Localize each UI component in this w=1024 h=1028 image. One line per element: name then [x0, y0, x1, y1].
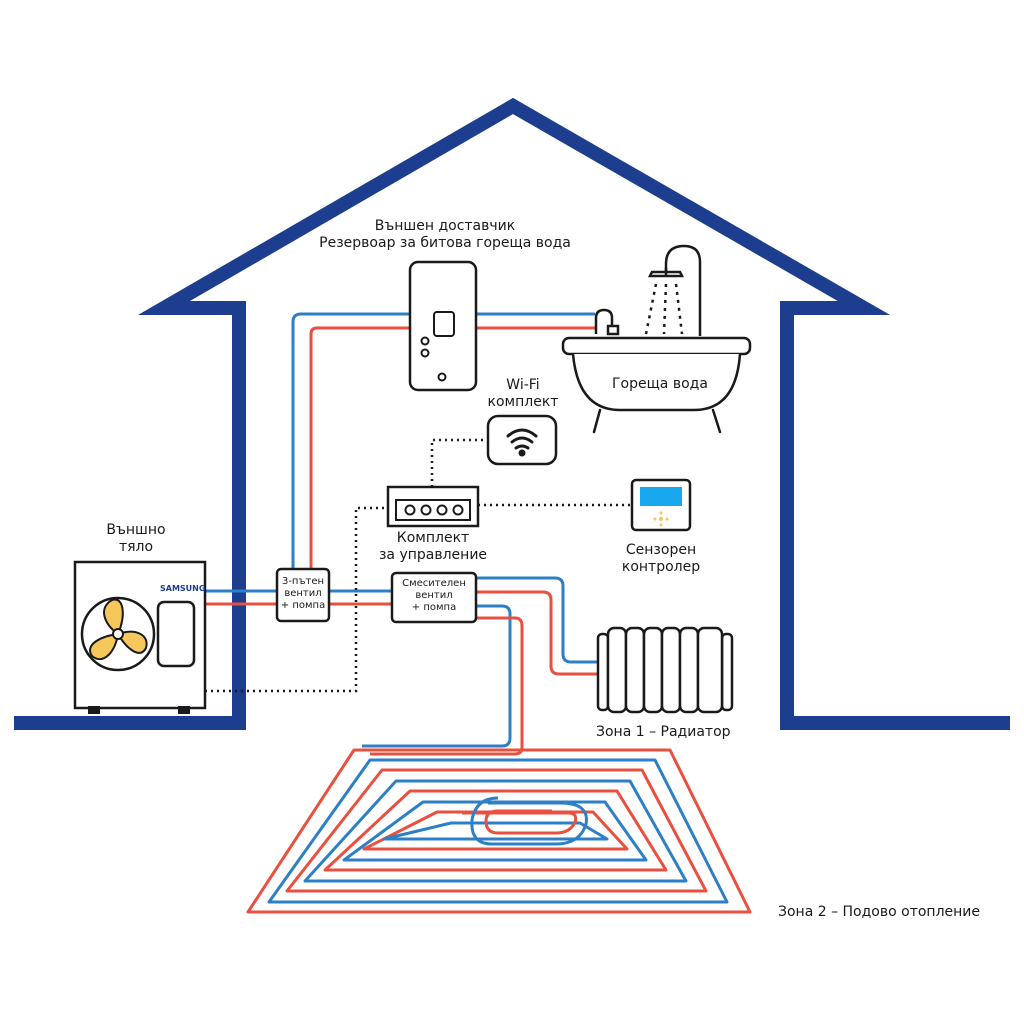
three-way-valve-line3: + помпа — [280, 600, 326, 611]
hot-water-tank — [408, 260, 478, 392]
control-kit-title-line1: Комплект — [396, 530, 470, 546]
control-wiring — [205, 438, 632, 693]
controller-title: Сензорен контролер — [596, 542, 726, 576]
pipes-tank — [291, 312, 595, 570]
wifi-kit — [486, 414, 558, 466]
mixing-valve-label: Смесителен вентил + помпа — [392, 578, 476, 614]
samsung-logo: SAMSUNG — [160, 584, 206, 593]
mixing-valve-line3: + помпа — [411, 602, 457, 613]
tank-title: Външен доставчик Резервоар за битова гор… — [300, 218, 590, 252]
controller-title-line1: Сензорен — [625, 542, 697, 558]
three-way-valve-line2: вентил — [284, 588, 322, 599]
three-way-valve-line1: 3-пътен — [281, 576, 325, 587]
tank-title-line2: Резервоар за битова гореща вода — [319, 235, 571, 251]
wifi-kit-title-line1: Wi-Fi — [506, 377, 540, 393]
house-outline — [14, 97, 1010, 730]
zone1-label: Зона 1 – Радиатор — [596, 724, 731, 740]
tank-title-line1: Външен доставчик — [374, 218, 516, 234]
bath-label: Гореща вода — [612, 376, 708, 392]
control-kit — [386, 485, 480, 528]
dpad-icon — [653, 511, 669, 527]
bathtub-icon — [561, 244, 752, 434]
outdoor-unit-title-line1: Външно — [106, 522, 166, 538]
fan-icon — [89, 598, 148, 661]
three-way-valve — [275, 567, 331, 623]
shower-water-icon — [644, 283, 684, 335]
mixing-valve-line2: вентил — [415, 590, 453, 601]
outdoor-unit-title: Външно тяло — [96, 522, 176, 556]
three-way-valve-label: 3-пътен вентил + помпа — [277, 576, 329, 612]
mixing-valve-line1: Смесителен — [402, 578, 466, 589]
control-kit-title-line2: за управление — [378, 547, 488, 563]
touch-controller — [630, 478, 692, 532]
controller-title-line2: контролер — [621, 559, 701, 575]
wifi-icon — [506, 428, 538, 457]
pipes-floor — [362, 604, 524, 756]
outdoor-unit-title-line2: тяло — [118, 539, 154, 555]
wifi-kit-title: Wi-Fi комплект — [478, 377, 568, 411]
outdoor-unit — [73, 560, 207, 714]
floor-heating-loop — [246, 748, 752, 914]
wifi-kit-title-line2: комплект — [487, 394, 559, 410]
mixing-valve — [390, 571, 478, 624]
pipes-main — [205, 589, 392, 606]
control-kit-title: Комплект за управление — [368, 530, 498, 564]
zone2-label: Зона 2 – Подово отопление — [778, 904, 981, 920]
pipes-radiator — [476, 576, 598, 676]
radiator-icon — [596, 626, 734, 714]
